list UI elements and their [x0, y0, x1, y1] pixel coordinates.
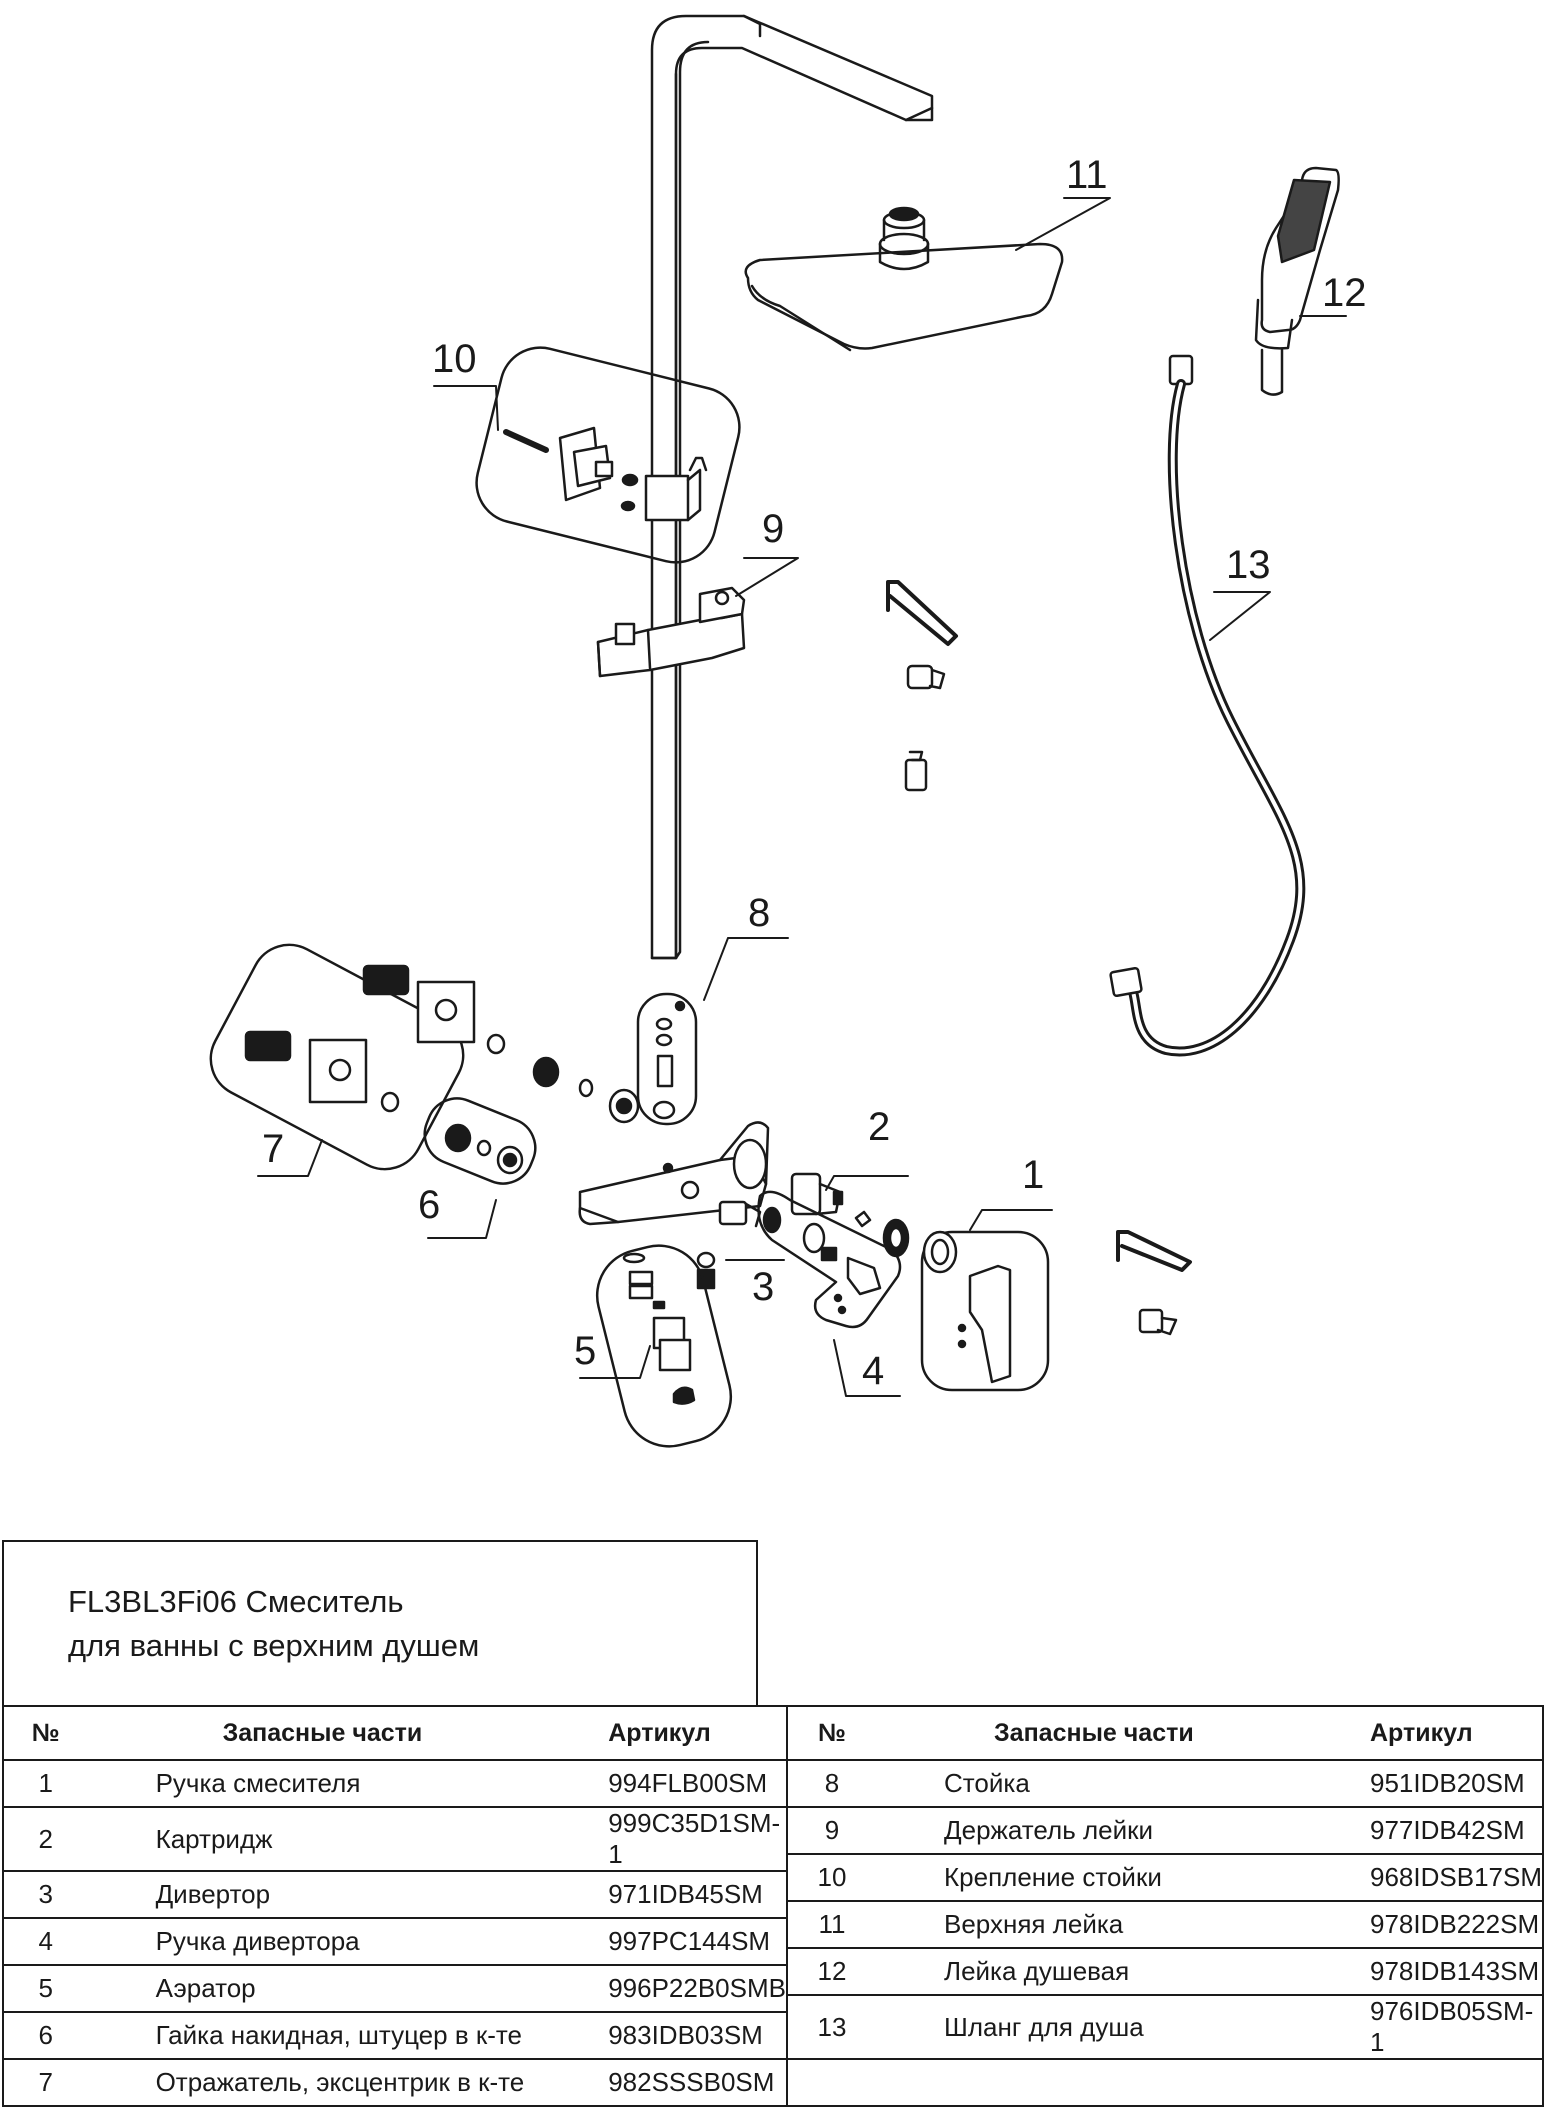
riser-connector-parts: [636, 992, 698, 1126]
header-number: №: [2, 1705, 88, 1761]
product-subtitle: для ванны с верхним душем: [68, 1628, 480, 1663]
shower-riser-part-8: [650, 14, 934, 960]
part-number: 13: [786, 1994, 876, 2060]
table-header-row: № Запасные части Артикул: [786, 1705, 1544, 1761]
part-article: 978IDB222SM: [1370, 1900, 1544, 1949]
callout-leader-lines: [257, 197, 1347, 1397]
part-name: Аэратор: [87, 1964, 609, 2013]
part-name: Картридж: [87, 1806, 609, 1872]
header-article: Артикул: [1370, 1705, 1544, 1761]
part-number: 3: [2, 1870, 88, 1919]
part-article: 996P22B0SMB: [608, 1964, 788, 2013]
callout-1: 1: [1022, 1153, 1044, 1197]
callout-7: 7: [262, 1127, 284, 1171]
mixer-handle-part-1: [920, 1230, 1050, 1392]
header-article: Артикул: [608, 1705, 788, 1761]
riser-mount-part-10: [475, 346, 741, 564]
part-article: 999C35D1SM-1: [608, 1806, 788, 1872]
part-number: 8: [786, 1759, 876, 1808]
diverter-part-3: [696, 1200, 762, 1290]
part-number: 1: [2, 1759, 88, 1808]
table-header-row: № Запасные части Артикул: [2, 1705, 788, 1761]
hand-shower-holder-part-9: [596, 586, 746, 678]
part-name: Лейка душевая: [876, 1947, 1370, 1996]
union-nut-fitting-part-6: [423, 1056, 640, 1185]
product-title-box: FL3BL3Fi06 Смеситель для ванны с верхним…: [2, 1540, 758, 1706]
callout-9: 9: [762, 507, 784, 551]
header-number: №: [786, 1705, 876, 1761]
callout-13: 13: [1226, 543, 1271, 587]
part-article: 994FLB00SM: [608, 1759, 788, 1808]
part-number: 6: [2, 2011, 88, 2060]
hand-shower-part-12: [1254, 166, 1340, 396]
part-name: Дивертор: [87, 1870, 609, 1919]
callout-12: 12: [1322, 271, 1367, 315]
callout-10: 10: [432, 337, 477, 381]
part-name: Держатель лейки: [876, 1806, 1370, 1855]
part-article: 997PC144SM: [608, 1917, 788, 1966]
aerator-part-5: [595, 1244, 733, 1448]
part-name: Верхняя лейка: [876, 1900, 1370, 1949]
overhead-shower-part-11: [744, 206, 1064, 352]
header-parts: Запасные части: [87, 1705, 609, 1761]
part-number: 4: [2, 1917, 88, 1966]
part-number: 12: [786, 1947, 876, 1996]
part-number: 11: [786, 1900, 876, 1949]
part-article: 971IDB45SM: [608, 1870, 788, 1919]
allen-key-2-and-screw: [1116, 1230, 1192, 1336]
part-article: 976IDB05SM-1: [1370, 1994, 1544, 2060]
part-article: 983IDB03SM: [608, 2011, 788, 2060]
part-number: 5: [2, 1964, 88, 2013]
callout-3: 3: [752, 1265, 774, 1309]
shower-hose-part-13: [1109, 354, 1306, 1057]
diverter-handle-part-4: [757, 1190, 902, 1329]
allen-key-and-screws: [886, 580, 958, 792]
callout-4: 4: [862, 1349, 884, 1393]
part-name: Гайка накидная, штуцер в к-те: [87, 2011, 609, 2060]
header-parts: Запасные части: [876, 1705, 1370, 1761]
callout-6: 6: [418, 1183, 440, 1227]
part-name: Ручка дивертора: [87, 1917, 609, 1966]
product-title: FL3BL3Fi06 Смеситель: [68, 1584, 404, 1619]
part-article: 951IDB20SM: [1370, 1759, 1544, 1808]
callout-11: 11: [1066, 153, 1108, 197]
part-article: 968IDSB17SM: [1370, 1853, 1544, 1902]
cartridge-part-2: [790, 1172, 910, 1258]
part-article: 977IDB42SM: [1370, 1806, 1544, 1855]
part-number: 2: [2, 1806, 88, 1872]
part-name: Крепление стойки: [876, 1853, 1370, 1902]
part-article: 978IDB143SM: [1370, 1947, 1544, 1996]
part-name: Стойка: [876, 1759, 1370, 1808]
part-name: Ручка смесителя: [87, 1759, 609, 1808]
part-number: 9: [786, 1806, 876, 1855]
part-number: 10: [786, 1853, 876, 1902]
part-name: Шланг для душа: [876, 1994, 1370, 2060]
eccentric-reflector-part-7: [209, 943, 506, 1171]
callout-2: 2: [868, 1105, 890, 1149]
callout-5: 5: [574, 1329, 596, 1373]
callout-8: 8: [748, 891, 770, 935]
exploded-view-diagram: 1 2 3 4 5 6 7 8 9 10 11 12 13: [209, 14, 1367, 1448]
